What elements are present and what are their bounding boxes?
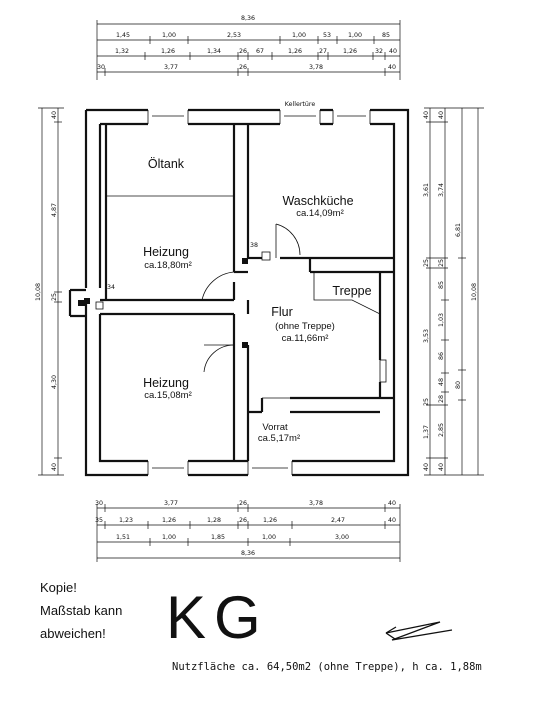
dim-bot-r2-6: 2,47 [331, 517, 345, 524]
room-vorrat: Vorrat [262, 422, 288, 433]
dim-top-r1-1: 1,00 [162, 32, 176, 39]
dim-left-0: 40 [51, 111, 58, 119]
dim-top-r1-2: 2,53 [227, 32, 241, 39]
dim-r2-3: 85 [438, 281, 445, 289]
doors [201, 223, 301, 373]
right-dimensions: 40 3,61 25 3,53 25 1,37 40 40 3,74 25 85… [423, 107, 484, 476]
dim-bot-r1-2: 26 [239, 500, 247, 507]
dim-top-r1-0: 1,45 [116, 32, 130, 39]
room-heizung-lower-area: ca.15,08m² [144, 390, 192, 401]
bottom-dimensions: 30 3,77 26 3,78 40 35 1,23 1,26 1,28 26 … [95, 500, 401, 562]
dim-r1-3: 3,53 [423, 329, 430, 343]
dim-top-r3-3: 3,78 [309, 64, 323, 71]
kellertuer-label: Kellertüre [285, 101, 316, 108]
room-flur: Flur [271, 305, 293, 319]
dim-left-4: 40 [51, 463, 58, 471]
dim-r1-4: 25 [423, 398, 430, 406]
dim-bot-total: 8,36 [241, 550, 255, 557]
dim-bot-r2-3: 1,28 [207, 517, 221, 524]
dim-top-r2-0: 1,32 [115, 48, 129, 55]
dim-top-r2-1: 1,26 [161, 48, 175, 55]
footer-info: Nutzfläche ca. 64,50m2 (ohne Treppe), h … [172, 661, 482, 673]
room-vorrat-area: ca.5,17m² [258, 433, 300, 444]
dim-bot-r1-3: 3,78 [309, 500, 323, 507]
dim-r1-2: 25 [423, 259, 430, 267]
floor-title: KG [166, 584, 269, 651]
dim-left-1: 4,87 [51, 203, 58, 217]
top-dimensions: 8,36 1,45 1,00 2,53 1,00 53 1,00 85 1,32… [96, 15, 401, 80]
dim-r2-8: 2,85 [438, 423, 445, 437]
dim-bot-r3-4: 3,00 [335, 534, 349, 541]
dim-bot-r3-3: 1,00 [262, 534, 276, 541]
dim-r2-4: 1,03 [438, 313, 445, 327]
dim-r2-5: 86 [438, 352, 445, 360]
dim-r2-9: 40 [438, 463, 445, 471]
note-abweichen: abweichen! [40, 626, 106, 641]
dim-r2-2: 25 [438, 259, 445, 267]
dim-bot-r3-1: 1,00 [162, 534, 176, 541]
dim-left-2: 25 [51, 293, 58, 301]
dim-bot-r1-1: 3,77 [164, 500, 178, 507]
dim-r1-0: 40 [423, 111, 430, 119]
dim-bot-r3-2: 1,85 [211, 534, 225, 541]
dim-r4-total: 10,08 [471, 283, 478, 301]
dim-r3-0: 6,81 [455, 223, 462, 237]
dim-top-r1-3: 1,00 [292, 32, 306, 39]
room-flur-sub: (ohne Treppe) [275, 321, 335, 332]
room-flur-area: ca.11,66m² [282, 333, 329, 344]
dim-top-r1-5: 1,00 [348, 32, 362, 39]
room-heizung-upper: Heizung [143, 245, 189, 259]
dim-bot-r2-4: 26 [239, 517, 247, 524]
dim-top-r1-6: 85 [382, 32, 390, 39]
small-dim-34: 34 [107, 284, 115, 291]
dim-bot-r1-4: 40 [388, 500, 396, 507]
dim-r3-1: 80 [455, 381, 462, 389]
dim-top-r2-7: 1,26 [343, 48, 357, 55]
dim-bot-r2-7: 40 [388, 517, 396, 524]
dim-r1-5: 1,37 [423, 425, 430, 439]
dim-top-r2-9: 40 [389, 48, 397, 55]
left-dimensions: 10,08 40 4,87 25 4,30 40 [35, 107, 64, 476]
dim-left-3: 4,30 [51, 375, 58, 389]
dim-r2-1: 3,74 [438, 183, 445, 197]
room-waschkueche: Waschküche [282, 194, 353, 208]
dim-bot-r3-0: 1,51 [116, 534, 130, 541]
dim-top-r3-2: 26 [239, 64, 247, 71]
dim-top-r2-5: 1,26 [288, 48, 302, 55]
dim-top-r2-8: 32 [375, 48, 383, 55]
dim-bot-r2-1: 1,23 [119, 517, 133, 524]
small-dim-38: 38 [250, 242, 258, 249]
room-waschkueche-area: ca.14,09m² [296, 208, 344, 219]
dim-top-r3-1: 3,77 [164, 64, 178, 71]
dim-top-r2-4: 67 [256, 48, 264, 55]
note-kopie: Kopie! [40, 580, 77, 595]
room-treppe: Treppe [332, 284, 371, 298]
dim-top-r3-4: 40 [388, 64, 396, 71]
note-massstab: Maßstab kann [40, 603, 123, 618]
walls [68, 108, 410, 477]
dim-top-r1-4: 53 [323, 32, 331, 39]
room-oltank: Öltank [148, 157, 185, 171]
dim-bot-r2-2: 1,26 [162, 517, 176, 524]
dim-top-r2-3: 26 [239, 48, 247, 55]
dim-r1-6: 40 [423, 463, 430, 471]
dim-r2-0: 40 [438, 111, 445, 119]
room-heizung-lower: Heizung [143, 376, 189, 390]
dim-r1-1: 3,61 [423, 183, 430, 197]
dim-r2-6: 48 [438, 378, 445, 386]
dim-top-r2-6: 27 [319, 48, 327, 55]
dim-r2-7: 28 [438, 395, 445, 403]
dim-top-total: 8,36 [241, 15, 255, 22]
room-heizung-upper-area: ca.18,80m² [144, 260, 192, 271]
dim-bot-r1-0: 30 [95, 500, 103, 507]
dim-left-total: 10,08 [35, 283, 42, 301]
room-labels: Öltank Heizung ca.18,80m² Waschküche ca.… [107, 101, 372, 444]
dim-bot-r2-0: 35 [95, 517, 103, 524]
dim-bot-r2-5: 1,26 [263, 517, 277, 524]
dim-top-r2-2: 1,34 [207, 48, 221, 55]
dim-top-r3-0: 30 [97, 64, 105, 71]
north-arrow-icon [385, 621, 453, 641]
